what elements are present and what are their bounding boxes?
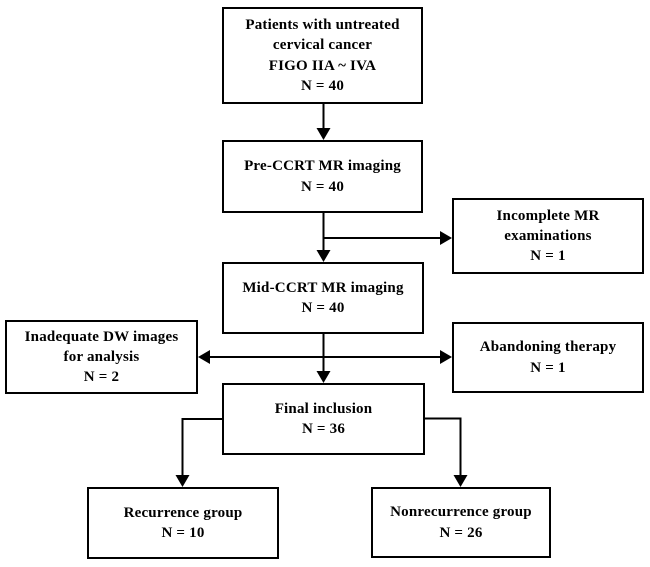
node-nonrecurrence-group: Nonrecurrence group N = 26 [371, 487, 551, 558]
node-text-line: Nonrecurrence group [390, 504, 532, 521]
node-text-line: Recurrence group [123, 504, 243, 521]
node-text-line: examinations [504, 227, 592, 244]
node-count-line: N = 1 [530, 248, 566, 265]
node-text-line: Incomplete MR [496, 207, 600, 224]
node-final-inclusion: Final inclusion N = 36 [222, 383, 425, 455]
arrow-final-to-recurrence [175, 418, 222, 487]
node-text-line: Pre-CCRT MR imaging [244, 158, 401, 175]
arrow-pre-ccrt-to-mid-ccrt [316, 212, 331, 262]
arrow-branch-to-incomplete-mr [322, 231, 452, 245]
node-text-line: for analysis [63, 348, 140, 365]
node-text-line: Abandoning therapy [479, 339, 617, 356]
node-count-line: N = 10 [161, 525, 205, 541]
arrow-final-to-nonrecurrence [424, 417, 468, 487]
node-text-line: Patients with untreated [245, 17, 400, 33]
node-text-line: Inadequate DW images [24, 328, 179, 345]
node-incomplete-mr: Incomplete MR examinations N = 1 [452, 198, 644, 274]
arrow-mid-ccrt-to-final [316, 333, 331, 383]
node-pre-ccrt-mr: Pre-CCRT MR imaging N = 40 [222, 140, 423, 213]
node-mid-ccrt-mr: Mid-CCRT MR imaging N = 40 [222, 262, 424, 334]
node-text-line: FIGO IIA ~ IVA [268, 57, 377, 74]
node-count-line: N = 2 [83, 369, 120, 386]
node-count-line: N = 1 [530, 359, 566, 376]
node-recurrence-group: Recurrence group N = 10 [87, 487, 279, 559]
node-patients: Patients with untreated cervical cancer … [222, 7, 423, 104]
node-text-line: Mid-CCRT MR imaging [242, 279, 404, 296]
node-count-line: N = 26 [439, 524, 483, 541]
node-text-line: Final inclusion [274, 400, 373, 417]
node-count-line: N = 40 [301, 300, 345, 316]
arrow-patients-to-pre-ccrt [316, 103, 331, 140]
node-text-line: cervical cancer [272, 37, 373, 54]
node-count-line: N = 40 [300, 178, 345, 195]
node-inadequate-dw: Inadequate DW images for analysis N = 2 [5, 320, 198, 394]
node-count-line: N = 40 [300, 77, 345, 94]
arrow-branch-to-exclusions [198, 350, 452, 364]
node-abandoning-therapy: Abandoning therapy N = 1 [452, 322, 644, 393]
node-count-line: N = 36 [301, 421, 346, 437]
